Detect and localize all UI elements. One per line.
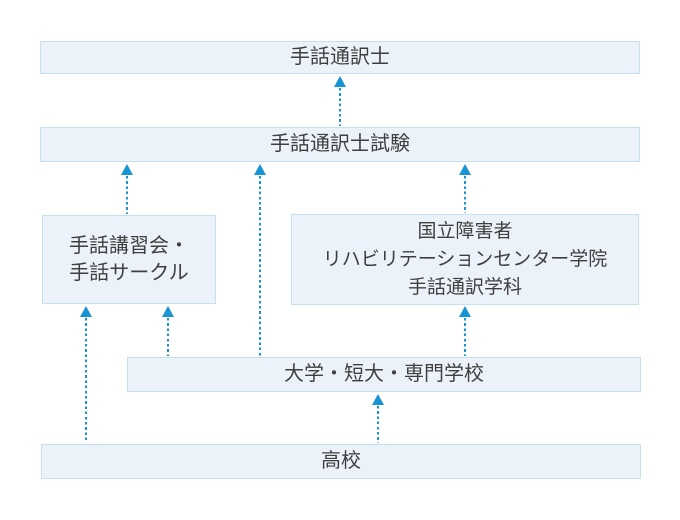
node-national-rehab-center-academy: 国立障害者 リハビリテーションセンター学院 手話通訳学科 xyxy=(291,214,639,305)
arrowhead-up-icon xyxy=(334,76,346,87)
node-label: 大学・短大・専門学校 xyxy=(284,363,484,385)
arrow-dotted-shaft xyxy=(125,176,129,214)
arrowhead-up-icon xyxy=(80,306,92,317)
arrow-dotted-shaft xyxy=(166,318,170,356)
node-label-line: 手話講習会・ xyxy=(69,234,189,257)
arrow-exam-to-interpreter xyxy=(334,76,347,126)
node-high-school: 高校 xyxy=(41,444,641,479)
arrow-college-to-exam xyxy=(254,164,267,356)
arrow-course-to-exam xyxy=(121,164,134,214)
node-sign-language-course-circle: 手話講習会・ 手話サークル xyxy=(42,215,216,304)
node-label-line: 国立障害者 xyxy=(417,220,513,242)
arrowhead-up-icon xyxy=(162,306,174,317)
node-label: 高校 xyxy=(321,450,361,472)
arrow-dotted-shaft xyxy=(258,176,262,356)
node-label: 手話通訳士試験 xyxy=(270,133,410,155)
arrow-dotted-shaft xyxy=(84,318,88,443)
node-label-line: 手話サークル xyxy=(69,261,189,284)
node-sign-language-interpreter: 手話通訳士 xyxy=(40,41,640,74)
node-label-line: リハビリテーションセンター学院 xyxy=(322,248,608,270)
node-label: 手話通訳士 xyxy=(290,46,390,68)
arrow-highschool-to-college xyxy=(372,394,385,443)
arrow-college-to-course xyxy=(162,306,175,356)
arrowhead-up-icon xyxy=(372,394,384,405)
node-interpreter-exam: 手話通訳士試験 xyxy=(40,127,640,162)
node-university-college-vocational: 大学・短大・専門学校 xyxy=(127,357,641,392)
arrow-highschool-to-course xyxy=(80,306,93,443)
arrowhead-up-icon xyxy=(459,306,471,317)
node-label-line: 手話通訳学科 xyxy=(407,276,522,298)
arrowhead-up-icon xyxy=(459,164,471,175)
arrowhead-up-icon xyxy=(254,164,266,175)
arrow-dotted-shaft xyxy=(376,406,380,443)
arrowhead-up-icon xyxy=(121,164,133,175)
arrow-dotted-shaft xyxy=(338,88,342,126)
arrow-dotted-shaft xyxy=(463,176,467,213)
arrow-dotted-shaft xyxy=(463,318,467,356)
arrow-college-to-rehab xyxy=(459,306,472,356)
arrow-rehab-to-exam xyxy=(459,164,472,213)
